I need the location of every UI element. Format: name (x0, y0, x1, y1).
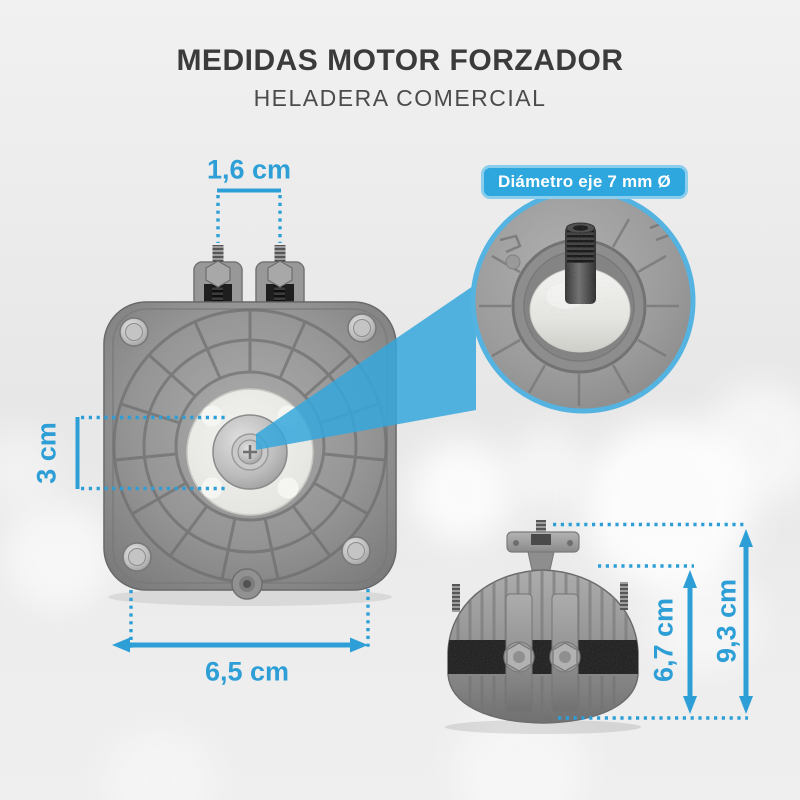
label-stud-spacing: 1,6 cm (206, 154, 292, 185)
label-hub-diameter: 3 cm (31, 422, 62, 484)
shaft-diameter-label: Diámetro eje 7 mm Ø (498, 172, 671, 191)
mounting-plate (506, 520, 580, 571)
corner-screws (119, 313, 377, 572)
shaft-closeup-circle (470, 188, 696, 414)
measure-total-height (553, 522, 753, 720)
bottom-boss (231, 568, 263, 600)
label-total-height: 9,3 cm (711, 578, 742, 664)
phillips-screw (243, 445, 257, 459)
front-view-motor (103, 245, 397, 600)
measure-body-width (112, 589, 370, 653)
side-stud-right (620, 582, 628, 610)
callout-wedge (256, 284, 476, 450)
side-motor-shadow (445, 720, 641, 734)
measure-stud-spacing (216, 188, 282, 243)
mounting-stud-left (212, 245, 224, 269)
terminal-nut-right (549, 641, 581, 673)
measurement-graphics (75, 188, 753, 720)
top-stud (536, 520, 546, 534)
side-stud-left (452, 584, 460, 612)
measure-body-height (598, 564, 697, 714)
terminal-nut-left (503, 641, 535, 673)
center-hub (186, 388, 314, 516)
measure-hub-diameter (75, 415, 228, 491)
page-subtitle: HELADERA COMERCIAL (253, 85, 547, 111)
page-title: MEDIDAS MOTOR FORZADOR (176, 44, 624, 77)
side-view-motor (447, 520, 639, 724)
mounting-stud-right (274, 245, 286, 269)
shaft-diameter-badge: Diámetro eje 7 mm Ø (481, 165, 688, 199)
background-bokeh (0, 383, 800, 800)
label-body-width: 6,5 cm (204, 656, 290, 687)
label-body-height: 6,7 cm (648, 597, 679, 683)
